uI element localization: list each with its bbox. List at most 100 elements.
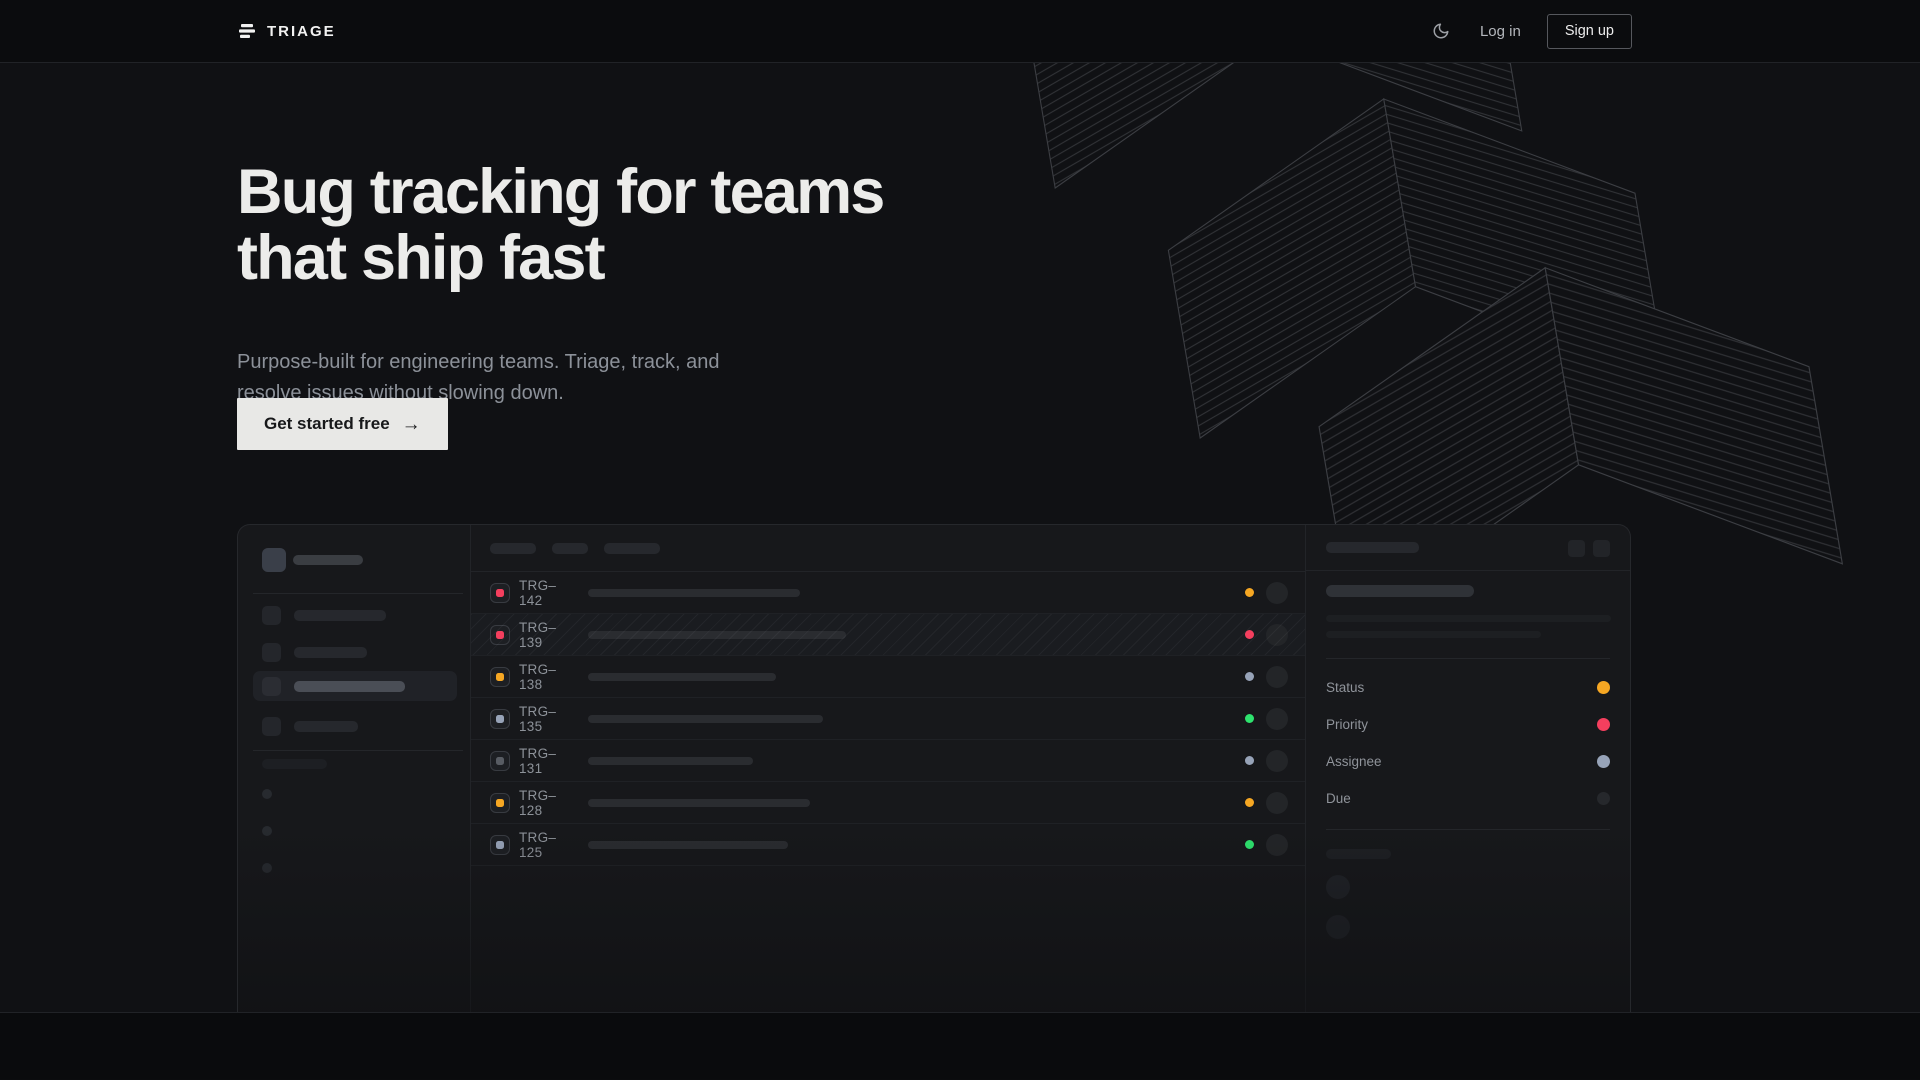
divider [1326,829,1610,830]
skeleton-title [1326,585,1474,597]
divider [253,750,463,751]
panel-action-icon [1568,540,1585,557]
skeleton-pill [294,680,405,692]
issue-row: TRG–128 [471,782,1305,824]
signup-button[interactable]: Sign up [1546,13,1632,49]
hero-subtitle: Purpose-built for engineering teams. Tri… [237,351,720,404]
issue-id: TRG–142 [519,577,557,608]
issue-title-skeleton [588,798,810,807]
issue-row: TRG–139 [471,614,1305,656]
sidebar-dot [262,826,272,836]
page-title: Bug tracking for teams that ship fast [237,157,885,293]
issue-assignee-avatar [1266,665,1288,688]
skeleton-line [1326,631,1541,638]
issue-row: TRG–138 [471,656,1305,698]
footer [0,1013,1920,1079]
property-label: Priority [1326,716,1369,732]
divider [253,593,463,594]
property-row: Status [1326,677,1610,697]
issue-assignee-avatar [1266,581,1288,604]
skeleton-pill [294,646,367,658]
skeleton-pill [1326,542,1419,553]
navbar: TRIAGE Log in Sign up [0,0,1920,63]
moon-icon [1433,23,1449,39]
property-label: Assignee [1326,753,1382,769]
nav-item-icon [262,716,281,736]
detail-panel-header [1306,525,1630,571]
skeleton-pill [262,759,327,769]
issue-assignee-avatar [1266,623,1288,646]
avatar-placeholder [1326,915,1350,939]
issue-status-dot [1245,756,1254,765]
mockup-issue-list: TRG–142 TRG–139 TRG–138 TRG–135 [471,525,1306,1012]
triage-logo-icon [239,24,255,38]
property-label: Status [1326,679,1365,695]
issue-id: TRG–138 [519,661,557,692]
issue-status-dot [1245,588,1254,597]
mockup-detail-panel: Status Priority Assignee Due [1306,525,1630,1012]
issue-row: TRG–135 [471,698,1305,740]
skeleton-pill [294,609,386,621]
issue-priority-icon [490,834,510,855]
skeleton-pill [293,555,363,565]
issue-priority-icon [490,708,510,729]
skeleton-tab [604,542,660,554]
brand-name: TRIAGE [267,22,336,40]
brand-logo[interactable]: TRIAGE [237,21,336,41]
skeleton-line [1326,615,1611,622]
workspace-avatar [262,548,286,572]
issue-title-skeleton [588,672,776,681]
issue-status-dot [1245,714,1254,723]
issue-title-skeleton [588,630,846,639]
panel-action-icon [1593,540,1610,557]
property-row: Due [1326,788,1610,808]
nav-item-icon [262,676,281,696]
issue-title-skeleton [588,588,800,597]
issue-title-skeleton [588,840,788,849]
property-row: Assignee [1326,751,1610,771]
sidebar-dot [262,789,272,799]
issue-priority-icon [490,792,510,813]
sidebar-dot [262,863,272,873]
issue-row: TRG–131 [471,740,1305,782]
nav-item-icon [262,642,281,662]
app-mockup: TRG–142 TRG–139 TRG–138 TRG–135 [237,524,1631,1012]
nav-actions: Log in Sign up [1428,13,1632,49]
login-link[interactable]: Log in [1479,22,1521,40]
issue-id: TRG–131 [519,745,557,776]
avatar-placeholder [1326,875,1350,899]
issue-status-dot [1245,840,1254,849]
property-label: Due [1326,790,1351,806]
issue-row: TRG–142 [471,572,1305,614]
sidebar-nav-item [253,711,457,741]
issue-status-dot [1245,672,1254,681]
issue-title-skeleton [588,714,823,723]
arrow-right-icon: → [401,413,421,435]
property-value-dot [1597,791,1610,805]
sidebar-nav-item-active [253,671,457,701]
issue-title-skeleton [588,756,753,765]
issue-list-body: TRG–142 TRG–139 TRG–138 TRG–135 [471,572,1305,866]
issue-assignee-avatar [1266,749,1288,772]
issue-priority-icon [490,624,510,645]
issue-priority-icon [490,666,510,687]
mockup-sidebar [238,525,471,1012]
issue-id: TRG–125 [519,829,557,860]
get-started-button[interactable]: Get started free → [237,398,448,450]
mockup-workspace-header [238,525,470,593]
nav-item-icon [262,605,281,625]
issue-id: TRG–135 [519,703,557,734]
issue-priority-icon [490,582,510,603]
skeleton-tab [552,542,588,554]
issue-priority-icon [490,750,510,771]
skeleton-pill [294,720,358,732]
sidebar-nav-item [253,637,457,667]
property-value-dot [1597,680,1610,694]
property-value-dot [1597,717,1610,731]
property-value-dot [1597,754,1610,768]
issue-assignee-avatar [1266,833,1288,856]
theme-toggle-button[interactable] [1428,18,1454,44]
skeleton-tab [490,542,536,554]
issue-assignee-avatar [1266,707,1288,730]
hero-section: Bug tracking for teams that ship fast Pu… [0,63,1920,1013]
